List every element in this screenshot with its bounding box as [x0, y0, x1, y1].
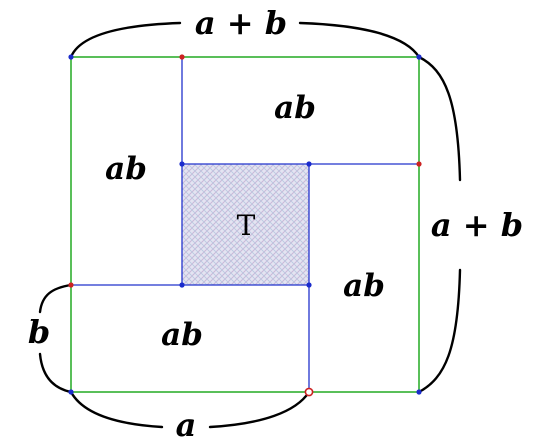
center-label: T	[237, 209, 256, 242]
bottom-bracket-right	[208, 390, 311, 429]
point-inner-bottom-left	[179, 282, 185, 288]
top-bracket-label: a + b	[195, 4, 287, 42]
top-bracket-left	[69, 21, 182, 59]
right-bracket-bottom	[417, 268, 462, 394]
point-inner-top-left	[179, 161, 185, 167]
point-outer-top-right	[416, 54, 422, 60]
right-bracket-label: a + b	[431, 206, 523, 244]
brackets	[38, 21, 462, 429]
point-outer-top-left	[68, 54, 74, 60]
point-outer-bottom-right	[416, 389, 422, 395]
right-bracket-top	[417, 55, 462, 182]
point-right-edge	[416, 161, 422, 167]
point-inner-bottom-right	[306, 282, 312, 288]
region-label-bottom-left: ab	[161, 317, 203, 353]
region-label-right: ab	[343, 268, 385, 304]
top-bracket-right	[298, 21, 421, 59]
inner-lines	[71, 57, 419, 392]
bottom-bracket-left	[69, 390, 164, 429]
center-square-fill	[182, 164, 309, 285]
point-bottom-edge-open	[304, 387, 314, 397]
left-bracket-label: b	[28, 313, 50, 351]
point-top-edge	[179, 54, 185, 60]
point-inner-top-right	[306, 161, 312, 167]
points	[68, 54, 422, 397]
left-bracket-top	[38, 283, 73, 314]
outer-square	[70, 56, 420, 393]
left-bracket-bottom	[38, 352, 73, 394]
region-label-top-right: ab	[274, 90, 316, 126]
point-left-edge	[68, 282, 74, 288]
bottom-bracket-label: a	[176, 406, 197, 444]
region-label-left: ab	[105, 151, 147, 187]
point-outer-bottom-left	[68, 389, 74, 395]
